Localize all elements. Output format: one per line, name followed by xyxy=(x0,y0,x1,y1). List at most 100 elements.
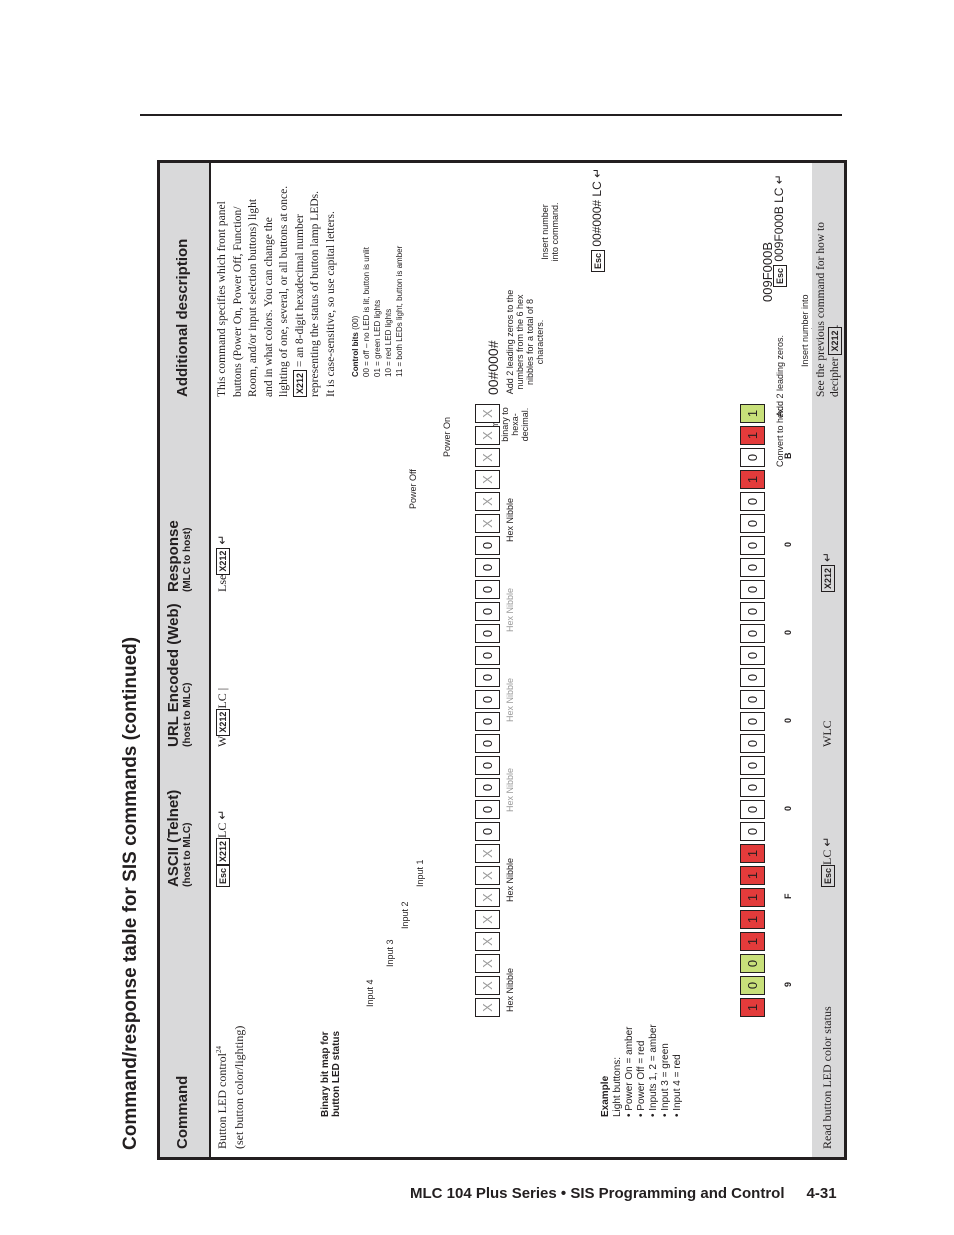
input-3-label: Input 3 xyxy=(385,939,395,967)
input-2-label: Input 2 xyxy=(400,901,410,929)
example-cell: 1 xyxy=(740,470,765,489)
example-cell: 1 xyxy=(740,998,765,1017)
bitmap-nibble-2: Hex Nibble xyxy=(505,857,515,902)
bitmap-result: 00#000# xyxy=(485,340,501,395)
response-text: LseX212 ↵ xyxy=(215,534,231,592)
example-cell: 1 xyxy=(740,866,765,885)
command-table: Command ASCII (Telnet)(host to MLC) URL … xyxy=(157,160,847,1160)
example-cell: 1 xyxy=(740,888,765,907)
example-cell: 1 xyxy=(740,404,765,423)
ascii-command: EscX212LC ↵ xyxy=(215,810,231,887)
example-cell: 1 xyxy=(740,910,765,929)
power-on-label: Power On xyxy=(442,416,452,457)
example-cell: 0 xyxy=(740,954,765,973)
example-cell: 0 xyxy=(740,778,765,797)
bitmap-cell: X xyxy=(475,866,500,885)
description-text: This command specifies which front panel… xyxy=(216,185,337,397)
example-cell: 0 xyxy=(740,734,765,753)
bitmap-cell: X xyxy=(475,932,500,951)
example-cell: 0 xyxy=(740,756,765,775)
control-bits: Control bits (00) 00 = off – no LED is l… xyxy=(351,245,404,377)
example-cell: 0 xyxy=(740,800,765,819)
header-url: URL Encoded (Web)(host to MLC) xyxy=(165,603,193,747)
bitmap-cell: 0 xyxy=(475,624,500,643)
bitmap-cell: 0 xyxy=(475,712,500,731)
bitmap-nibble-3: Hex Nibble xyxy=(505,767,515,812)
example-cell: 0 xyxy=(740,514,765,533)
read-status-row: Read button LED color status EscLC ↵ WLC… xyxy=(812,163,844,1157)
footer-page-number: 4-31 xyxy=(806,1185,837,1202)
example-block: Example Light buttons: • Power On = ambe… xyxy=(600,1024,683,1117)
command-name: Button LED control24 xyxy=(215,1046,229,1149)
bitmap-cell: X xyxy=(475,954,500,973)
example-cell: 0 xyxy=(740,668,765,687)
example-cell: 0 xyxy=(740,558,765,577)
example-nibble-value: B xyxy=(783,452,793,460)
example-cell: 0 xyxy=(740,448,765,467)
example-nibble-value: 0 xyxy=(783,805,793,811)
bitmap-cell: 0 xyxy=(475,800,500,819)
bitmap-nibble-5: Hex Nibble xyxy=(505,587,515,632)
footer-series: MLC 104 Plus Series • SIS Programming an… xyxy=(410,1185,785,1202)
example-cell: 0 xyxy=(740,580,765,599)
example-cell: 0 xyxy=(740,976,765,995)
top-rule xyxy=(140,114,842,116)
example-cell: 0 xyxy=(740,536,765,555)
rotated-page: Command/response table for SIS commands … xyxy=(120,160,850,1160)
example-nibble-value: 0 xyxy=(783,629,793,635)
page-footer: MLC 104 Plus Series • SIS Programming an… xyxy=(410,1185,837,1202)
input-1-label: Input 1 xyxy=(415,859,425,887)
example-cell: 1 xyxy=(740,844,765,863)
bitmap-cell: 0 xyxy=(475,580,500,599)
read-status-response: X212 ↵ xyxy=(820,552,836,592)
bitmap-esc-command: Esc 00#000# LC ↵ xyxy=(590,168,605,272)
example-cell: 0 xyxy=(740,492,765,511)
bitmap-cell: 0 xyxy=(475,536,500,555)
example-nibble-value: 9 xyxy=(783,981,793,987)
bitmap-label: Binary bit map for button LED status xyxy=(320,1030,342,1117)
bitmap-cell: X xyxy=(475,910,500,929)
bitmap-cell: 0 xyxy=(475,668,500,687)
bitmap-cell: X xyxy=(475,492,500,511)
url-command: WX212LC | xyxy=(215,687,231,747)
header-ascii: ASCII (Telnet)(host to MLC) xyxy=(165,789,193,887)
example-cell: 0 xyxy=(740,602,765,621)
bitmap-cell: 0 xyxy=(475,822,500,841)
example-cell: 0 xyxy=(740,646,765,665)
example-nibble-value: 0 xyxy=(783,541,793,547)
example-cell: 0 xyxy=(740,690,765,709)
bitmap-nibble-6: Hex Nibble xyxy=(505,497,515,542)
bitmap-cell: X xyxy=(475,470,500,489)
example-cell: 0 xyxy=(740,712,765,731)
add-zeros-note: Add 2 leading zeros to the numbers from … xyxy=(505,289,545,395)
input-4-label: Input 4 xyxy=(365,979,375,1007)
bitmap-cell: 0 xyxy=(475,602,500,621)
header-command: Command xyxy=(174,1075,191,1149)
read-status-url: WLC xyxy=(820,720,834,747)
read-status-command: Read button LED color status xyxy=(820,1006,834,1149)
bitmap-cell: 0 xyxy=(475,756,500,775)
example-cell: 1 xyxy=(740,426,765,445)
bitmap-cell: 0 xyxy=(475,558,500,577)
bitmap-cell: 0 xyxy=(475,646,500,665)
bitmap-cell: X xyxy=(475,448,500,467)
command-subtitle: (set button color/lighting) xyxy=(232,1025,246,1149)
table-header: Command ASCII (Telnet)(host to MLC) URL … xyxy=(160,163,211,1157)
example-cell: 0 xyxy=(740,624,765,643)
power-off-label: Power Off xyxy=(408,469,418,509)
bitmap-cell: 0 xyxy=(475,734,500,753)
bitmap-nibble-4: Hex Nibble xyxy=(505,677,515,722)
page-title: Command/response table for SIS commands … xyxy=(120,636,141,1150)
read-status-description: See the previous command for how to deci… xyxy=(815,221,843,397)
example-nibble-value: F xyxy=(783,893,793,900)
example-cell: 0 xyxy=(740,822,765,841)
example-add-zeros: Add 2 leading zeros. xyxy=(775,334,785,417)
header-response: Response(MLC to host) xyxy=(165,520,193,592)
bitmap-cell: X xyxy=(475,998,500,1017)
read-status-ascii: EscLC ↵ xyxy=(820,837,836,887)
example-esc-command: Esc 009F000B LC ↵ xyxy=(772,174,787,287)
bitmap-cell: X xyxy=(475,844,500,863)
bitmap-cell: X xyxy=(475,976,500,995)
header-description: Additional description xyxy=(174,238,191,397)
insert-note: Insert number into command. xyxy=(540,202,560,262)
